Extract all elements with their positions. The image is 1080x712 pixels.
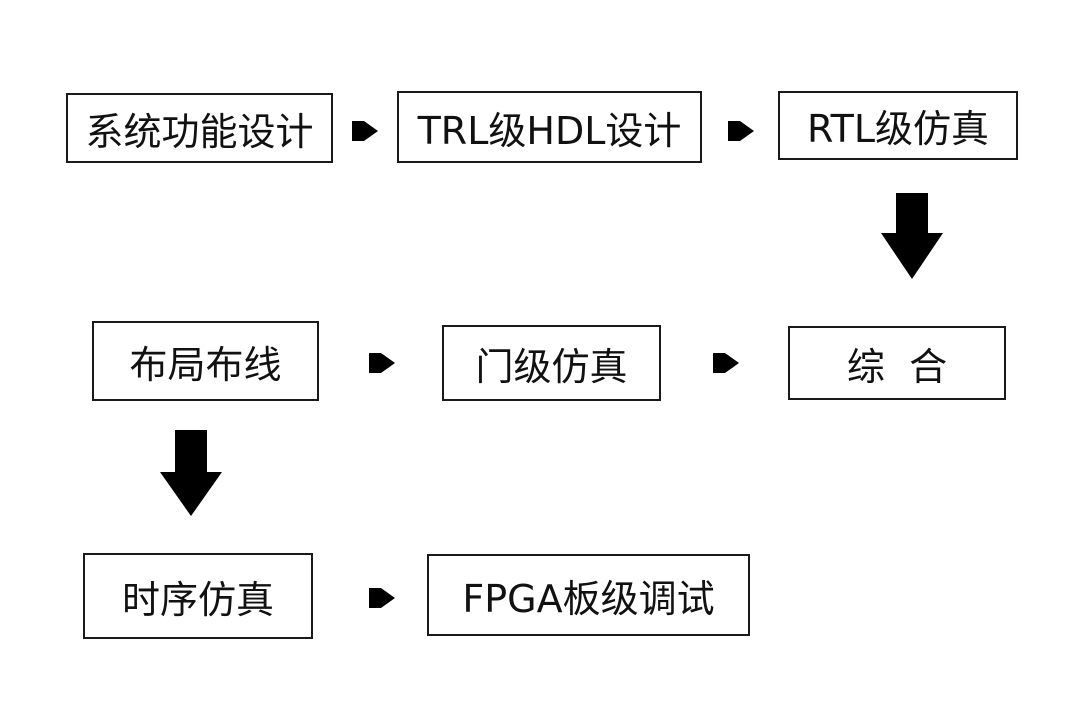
- step-label: RTL级仿真: [806, 107, 990, 151]
- step-fpga-board-debug: FPGA板级调试: [427, 554, 750, 636]
- step-rtl-hdl-design: TRL级HDL设计: [397, 91, 702, 163]
- step-label: TRL级HDL设计: [417, 108, 682, 153]
- step-synthesis: 综 合: [788, 326, 1006, 400]
- step-label: 布局布线: [129, 342, 282, 387]
- step-label: 门级仿真: [475, 344, 628, 389]
- arrow-right-icon: [369, 588, 395, 608]
- step-label: 系统功能设计: [85, 109, 314, 154]
- arrow-right-icon: [352, 121, 378, 141]
- step-timing-sim: 时序仿真: [83, 553, 313, 639]
- arrow-right-icon: [713, 353, 739, 373]
- step-label: 时序仿真: [121, 577, 274, 622]
- arrow-down-icon: [160, 430, 222, 516]
- step-label: 综 合: [846, 344, 948, 389]
- step-system-design: 系统功能设计: [66, 93, 333, 163]
- arrow-right-icon: [369, 353, 395, 373]
- step-rtl-sim: RTL级仿真: [778, 91, 1018, 160]
- step-gate-sim: 门级仿真: [442, 325, 661, 401]
- arrow-right-icon: [728, 121, 754, 141]
- arrow-down-icon: [881, 193, 943, 279]
- step-place-route: 布局布线: [92, 321, 319, 401]
- step-label: FPGA板级调试: [462, 576, 715, 621]
